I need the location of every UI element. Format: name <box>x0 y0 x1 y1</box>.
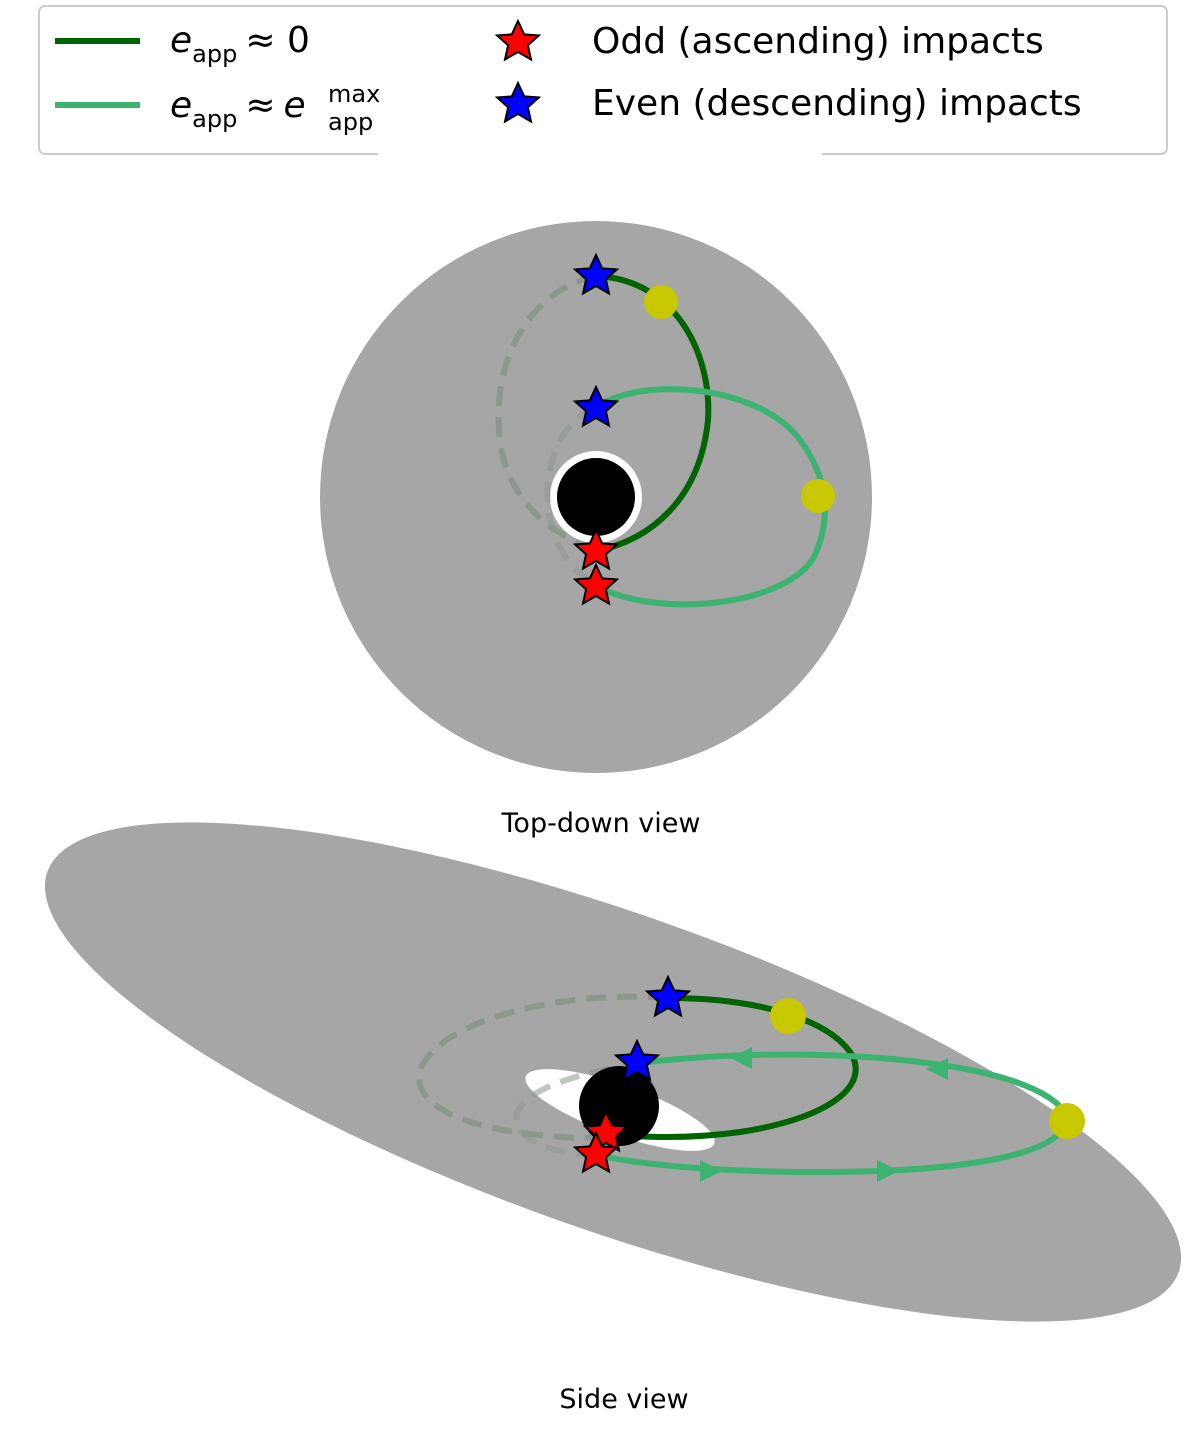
circular-orbit-hidden-arc-side <box>416 993 669 1141</box>
legend-eccentric-orbit-label: eapp≈e <box>170 85 306 133</box>
orbit-direction-arrow-icon-4 <box>877 1160 899 1182</box>
eccentric-orbit-hidden-arc-top <box>544 405 598 589</box>
circular-orbit-marker-top <box>644 285 678 319</box>
legend-circular-orbit-label: eapp≈ 0 <box>170 20 310 68</box>
eccentric-orbit-hidden-arc-side <box>513 1060 641 1158</box>
circular-orbit-hidden-arc-top <box>495 273 598 554</box>
legend-eccentric-superscript: max <box>328 80 380 108</box>
side-view-caption: Side view <box>559 1384 688 1415</box>
eccentric-orbit-marker-side <box>1049 1103 1085 1139</box>
circular-orbit-marker-side <box>770 998 806 1034</box>
black-hole-top <box>557 458 635 536</box>
eccentric-orbit-marker-top <box>801 479 835 513</box>
top-down-view: Top-down view <box>320 221 872 839</box>
legend-odd-impacts-label: Odd (ascending) impacts <box>592 21 1044 62</box>
top-down-view-caption: Top-down view <box>501 808 701 839</box>
orbit-direction-arrow-icon-1 <box>730 1047 752 1069</box>
orbit-direction-arrow-icon-2 <box>926 1058 948 1080</box>
orbit-direction-arrow-icon-3 <box>700 1160 722 1182</box>
side-view: Side view <box>44 822 1182 1415</box>
legend-eccentric-subscript: app <box>328 108 373 136</box>
legend: eapp≈ 0 eapp≈e max app Odd (ascending) i… <box>38 5 1168 155</box>
legend-even-impacts-label: Even (descending) impacts <box>592 83 1082 124</box>
